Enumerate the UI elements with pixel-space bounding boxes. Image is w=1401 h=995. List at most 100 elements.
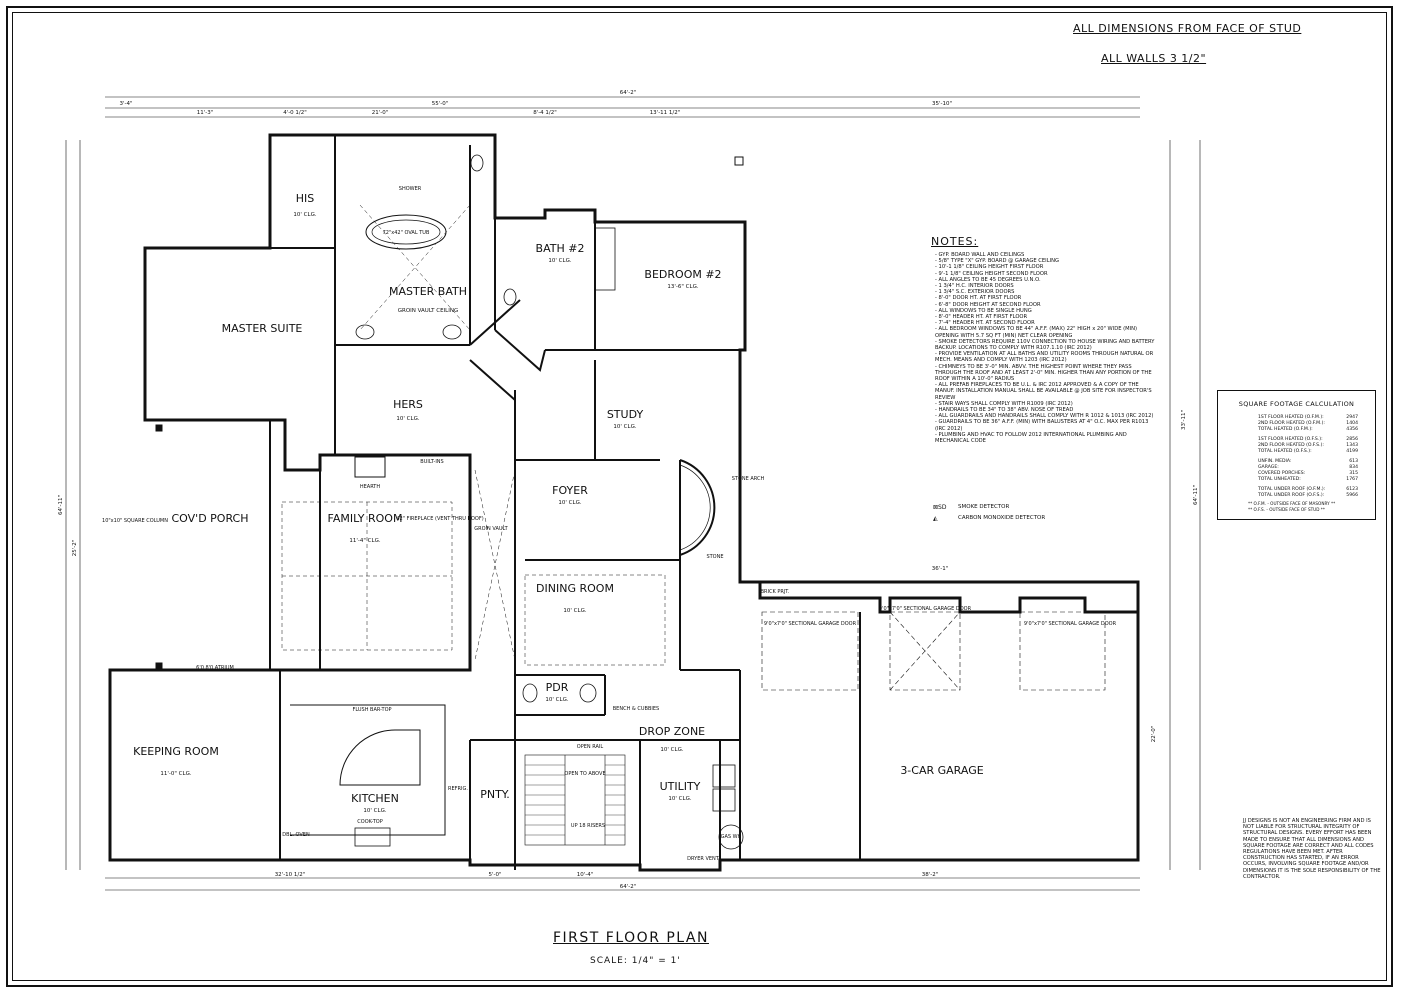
dim-overall-depth-right: 64'-11" xyxy=(1193,485,1199,505)
note-item: ALL GUARDRAILS AND HANDRAILS SHALL COMPL… xyxy=(935,413,1155,419)
note-item: SMOKE DETECTORS REQUIRE 110V CONNECTION … xyxy=(935,339,1155,351)
room-utility: UTILITY xyxy=(660,780,701,793)
cook-top-label: COOK-TOP xyxy=(357,819,382,825)
note-item: 1 3/4" S.C. EXTERIOR DOORS xyxy=(935,289,1155,295)
pdr-ceiling: 10' CLG. xyxy=(545,697,568,703)
sqft-footnote-ofm: ** O.F.M. - OUTSIDE FACE OF MASONRY ** xyxy=(1248,501,1336,506)
hearth-label: HEARTH xyxy=(360,484,381,490)
gas-wh-label: GAS WH xyxy=(721,834,742,840)
bath2-ceiling: 10' CLG. xyxy=(548,258,571,264)
flush-bar-label: FLUSH BAR-TOP xyxy=(352,707,391,713)
keeping-ceiling: 11'-0" CLG. xyxy=(160,771,191,777)
room-master-bath: MASTER BATH xyxy=(389,285,467,298)
dim-seg3: 21'-0" xyxy=(372,110,389,116)
notes-list: GYP. BOARD WALL AND CEILINGS 5/8" TYPE "… xyxy=(935,252,1155,444)
dim-bot4: 38'-2" xyxy=(922,872,939,878)
dim-seg1: 11'-3" xyxy=(197,110,214,116)
legend-smoke: SMOKE DETECTOR xyxy=(958,504,1010,510)
drop-zone-ceiling: 10' CLG. xyxy=(660,747,683,753)
shower-label: SHOWER xyxy=(399,186,422,192)
room-bath2: BATH #2 xyxy=(536,242,585,255)
column-label: 10"x10" SQUARE COLUMN xyxy=(102,518,168,524)
utility-ceiling: 10' CLG. xyxy=(668,796,691,802)
dim-garage-width: 36'-1" xyxy=(932,566,949,572)
foyer-ceiling: 10' CLG. xyxy=(558,500,581,506)
dim-garage-depth: 22'-0" xyxy=(1151,726,1157,743)
sqft-row: TOTAL UNHEATED:1767 xyxy=(1258,477,1358,482)
sqft-table: SQUARE FOOTAGE CALCULATION 1ST FLOOR HEA… xyxy=(1217,390,1376,520)
note-item: 8'-0" HEADER HT. AT FIRST FLOOR xyxy=(935,314,1155,320)
atrium-label: 6'0 8'0 ATRIUM xyxy=(196,665,234,671)
stone-arch-label: STONE ARCH xyxy=(732,476,765,482)
sqft-row: COVERED PORCHES:315 xyxy=(1258,471,1358,476)
built-ins-label: BUILT-INS xyxy=(420,459,443,465)
kitchen-ceiling: 10' CLG. xyxy=(363,808,386,814)
sqft-row: TOTAL UNDER ROOF (O.F.M.):6123 xyxy=(1258,487,1358,492)
brick-label: BRICK PRJT. xyxy=(761,589,790,595)
sqft-row: TOTAL HEATED (O.F.S.):4199 xyxy=(1258,449,1358,454)
dim-bot3: 10'-4" xyxy=(577,872,594,878)
note-item: CHIMNEYS TO BE 3'-0" MIN. ABVV. THE HIGH… xyxy=(935,364,1155,383)
sqft-row: GARAGE:834 xyxy=(1258,465,1358,470)
bench-label: BENCH & CUBBIES xyxy=(613,706,659,712)
note-item: ALL BEDROOM WINDOWS TO BE 44" A.F.F. (MA… xyxy=(935,326,1155,338)
room-hers: HERS xyxy=(393,398,423,411)
note-item: PROVIDE VENTILATION AT ALL BATHS AND UTI… xyxy=(935,351,1155,363)
dining-ceiling: 10' CLG. xyxy=(563,608,586,614)
garage-door-2-label: 9'0"x7'0" SECTIONAL GARAGE DOOR xyxy=(879,606,972,612)
room-bedroom2: BEDROOM #2 xyxy=(644,268,721,281)
his-ceiling: 10' CLG. xyxy=(293,212,316,218)
dimensions-note: ALL DIMENSIONS FROM FACE OF STUD xyxy=(1073,22,1302,35)
family-ceiling: 11'-4" CLG. xyxy=(349,538,380,544)
room-garage: 3-CAR GARAGE xyxy=(900,764,983,777)
walls-note: ALL WALLS 3 1/2" xyxy=(1101,52,1207,65)
sheet-border xyxy=(6,6,1393,987)
note-item: 6'-8" DOOR HEIGHT AT SECOND FLOOR xyxy=(935,302,1155,308)
notes-title: NOTES: xyxy=(931,235,979,248)
note-item: 1 3/4" H.C. INTERIOR DOORS xyxy=(935,283,1155,289)
dim-right-total: 33'-11" xyxy=(1181,410,1187,430)
co-detector-symbol: ◭ xyxy=(933,515,938,522)
note-item: 5/8" TYPE "X" GYP. BOARD @ GARAGE CEILIN… xyxy=(935,258,1155,264)
open-to-above-label: OPEN TO ABOVE xyxy=(564,771,605,777)
dim-top-right: 35'-10" xyxy=(932,101,952,107)
room-study: STUDY xyxy=(607,408,644,421)
dim-overall-width: 64'-2" xyxy=(620,90,637,96)
legend-co: CARBON MONOXIDE DETECTOR xyxy=(958,515,1046,521)
study-ceiling: 10' CLG. xyxy=(613,424,636,430)
sqft-row: 1ST FLOOR HEATED (O.F.M.):2947 xyxy=(1258,415,1358,420)
dim-bot2: 5'-0" xyxy=(488,872,501,878)
open-rail-label: OPEN RAIL xyxy=(577,744,604,750)
refrig-label: REFRIG. xyxy=(448,786,468,792)
sqft-row: 2ND FLOOR HEATED (O.F.S.):1343 xyxy=(1258,443,1358,448)
master-bath-note: GROIN VAULT CEILING xyxy=(398,308,459,314)
dryer-vent-label: DRYER VENT xyxy=(687,856,720,862)
dim-seg5: 13'-11 1/2" xyxy=(650,110,681,116)
note-item: ALL ANGLES TO BE 45 DEGREES U.N.O. xyxy=(935,277,1155,283)
disclaimer: JJ DESIGNS IS NOT AN ENGINEERING FIRM AN… xyxy=(1243,818,1381,880)
fireplace-label: 42" FIREPLACE (VENT THRU ROOF) xyxy=(396,516,483,522)
stone-label: STONE xyxy=(706,554,723,560)
dim-top-left: 3'-4" xyxy=(119,101,132,107)
garage-door-1-label: 9'0"x7'0" SECTIONAL GARAGE DOOR xyxy=(764,621,857,627)
room-keeping: KEEPING ROOM xyxy=(133,745,219,758)
drawing-scale: SCALE: 1/4" = 1' xyxy=(590,956,681,966)
dim-bot1: 32'-10 1/2" xyxy=(275,872,306,878)
room-pnty: PNTY. xyxy=(480,788,510,801)
note-item: GUARDRAILS TO BE 36" A.F.F. (MIN) WITH B… xyxy=(935,419,1155,431)
sqft-row: TOTAL HEATED (O.F.M.):4356 xyxy=(1258,427,1358,432)
smoke-detector-symbol: ⊠SD xyxy=(933,504,947,511)
note-item: ALL PREFAB FIREPLACES TO BE U.L. & IRC 2… xyxy=(935,382,1155,401)
room-drop-zone: DROP ZONE xyxy=(639,725,705,738)
note-item: 9'-1 1/8" CEILING HEIGHT SECOND FLOOR xyxy=(935,271,1155,277)
garage-door-3-label: 9'0"x7'0" SECTIONAL GARAGE DOOR xyxy=(1024,621,1117,627)
dim-left-total: 25'-2" xyxy=(72,540,78,557)
sqft-row: TOTAL UNDER ROOF (O.F.S.):5966 xyxy=(1258,493,1358,498)
dim-overall-depth-left: 64'-11" xyxy=(58,495,64,515)
tub-label: 72"x42" OVAL TUB xyxy=(383,230,430,236)
note-item: HANDRAILS TO BE 34" TO 38" ABV. NOSE OF … xyxy=(935,407,1155,413)
drawing-title: FIRST FLOOR PLAN xyxy=(553,930,709,946)
note-item: GYP. BOARD WALL AND CEILINGS xyxy=(935,252,1155,258)
risers-label: UP 18 RISERS xyxy=(571,823,605,829)
